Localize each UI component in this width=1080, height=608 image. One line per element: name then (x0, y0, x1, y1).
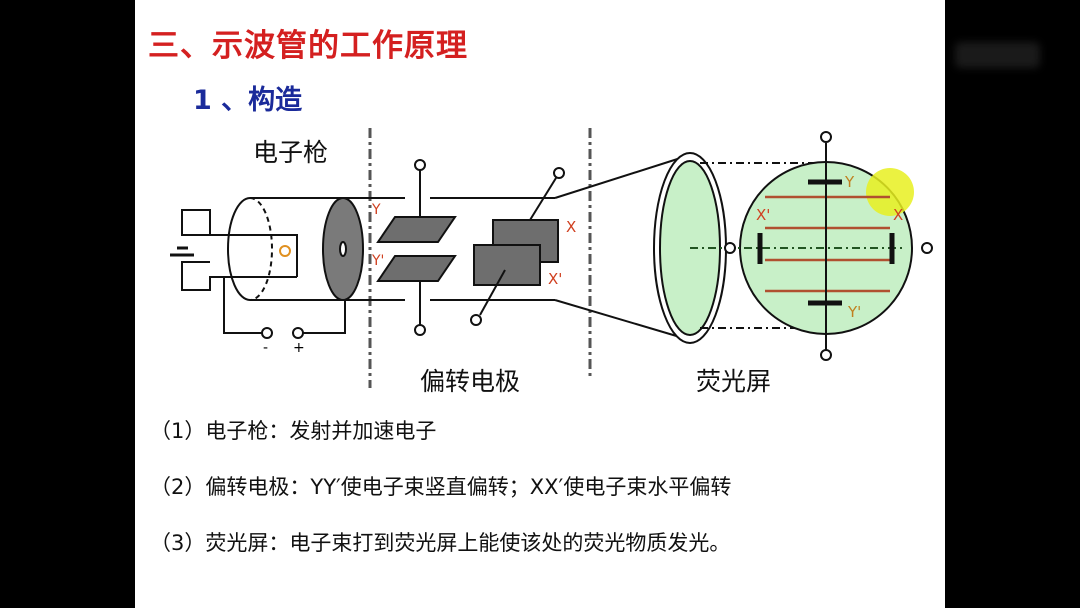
description-line-2: （2）偏转电极：YY′使电子束竖直偏转；XX′使电子束水平偏转 (150, 475, 732, 499)
screen-x-label: X (893, 206, 904, 224)
screen-y-label: Y (845, 173, 855, 191)
y-label: Y (372, 202, 381, 218)
battery-circuit (170, 209, 346, 339)
scan-traces (765, 195, 890, 293)
y-prime-label: Y' (372, 253, 385, 269)
watermark (955, 42, 1040, 68)
electron-gun-label: 电子枪 (253, 138, 329, 167)
section-heading: 1 、构造 (193, 85, 303, 116)
screen-label: 荧光屏 (696, 367, 772, 396)
screen-y-prime-label: Y' (848, 303, 862, 321)
plus-terminal: + (293, 340, 305, 356)
deflection-plates-label: 偏转电极 (420, 367, 521, 396)
description-line-3: （3）荧光屏：电子束打到荧光屏上能使该处的荧光物质发光。 (150, 531, 731, 555)
slide-title: 三、示波管的工作原理 (148, 28, 468, 64)
y-plate (376, 216, 457, 243)
y-prime-plate (376, 255, 457, 282)
screen-x-prime-label: X' (756, 206, 771, 224)
x-prime-label: X' (548, 270, 563, 288)
x-prime-plate (473, 244, 541, 286)
highlight-spot (866, 168, 914, 216)
minus-terminal: - (263, 340, 269, 356)
x-label: X (566, 218, 577, 236)
cathode-cylinder (227, 197, 251, 301)
description-line-1: （1）电子枪：发射并加速电子 (150, 419, 437, 443)
